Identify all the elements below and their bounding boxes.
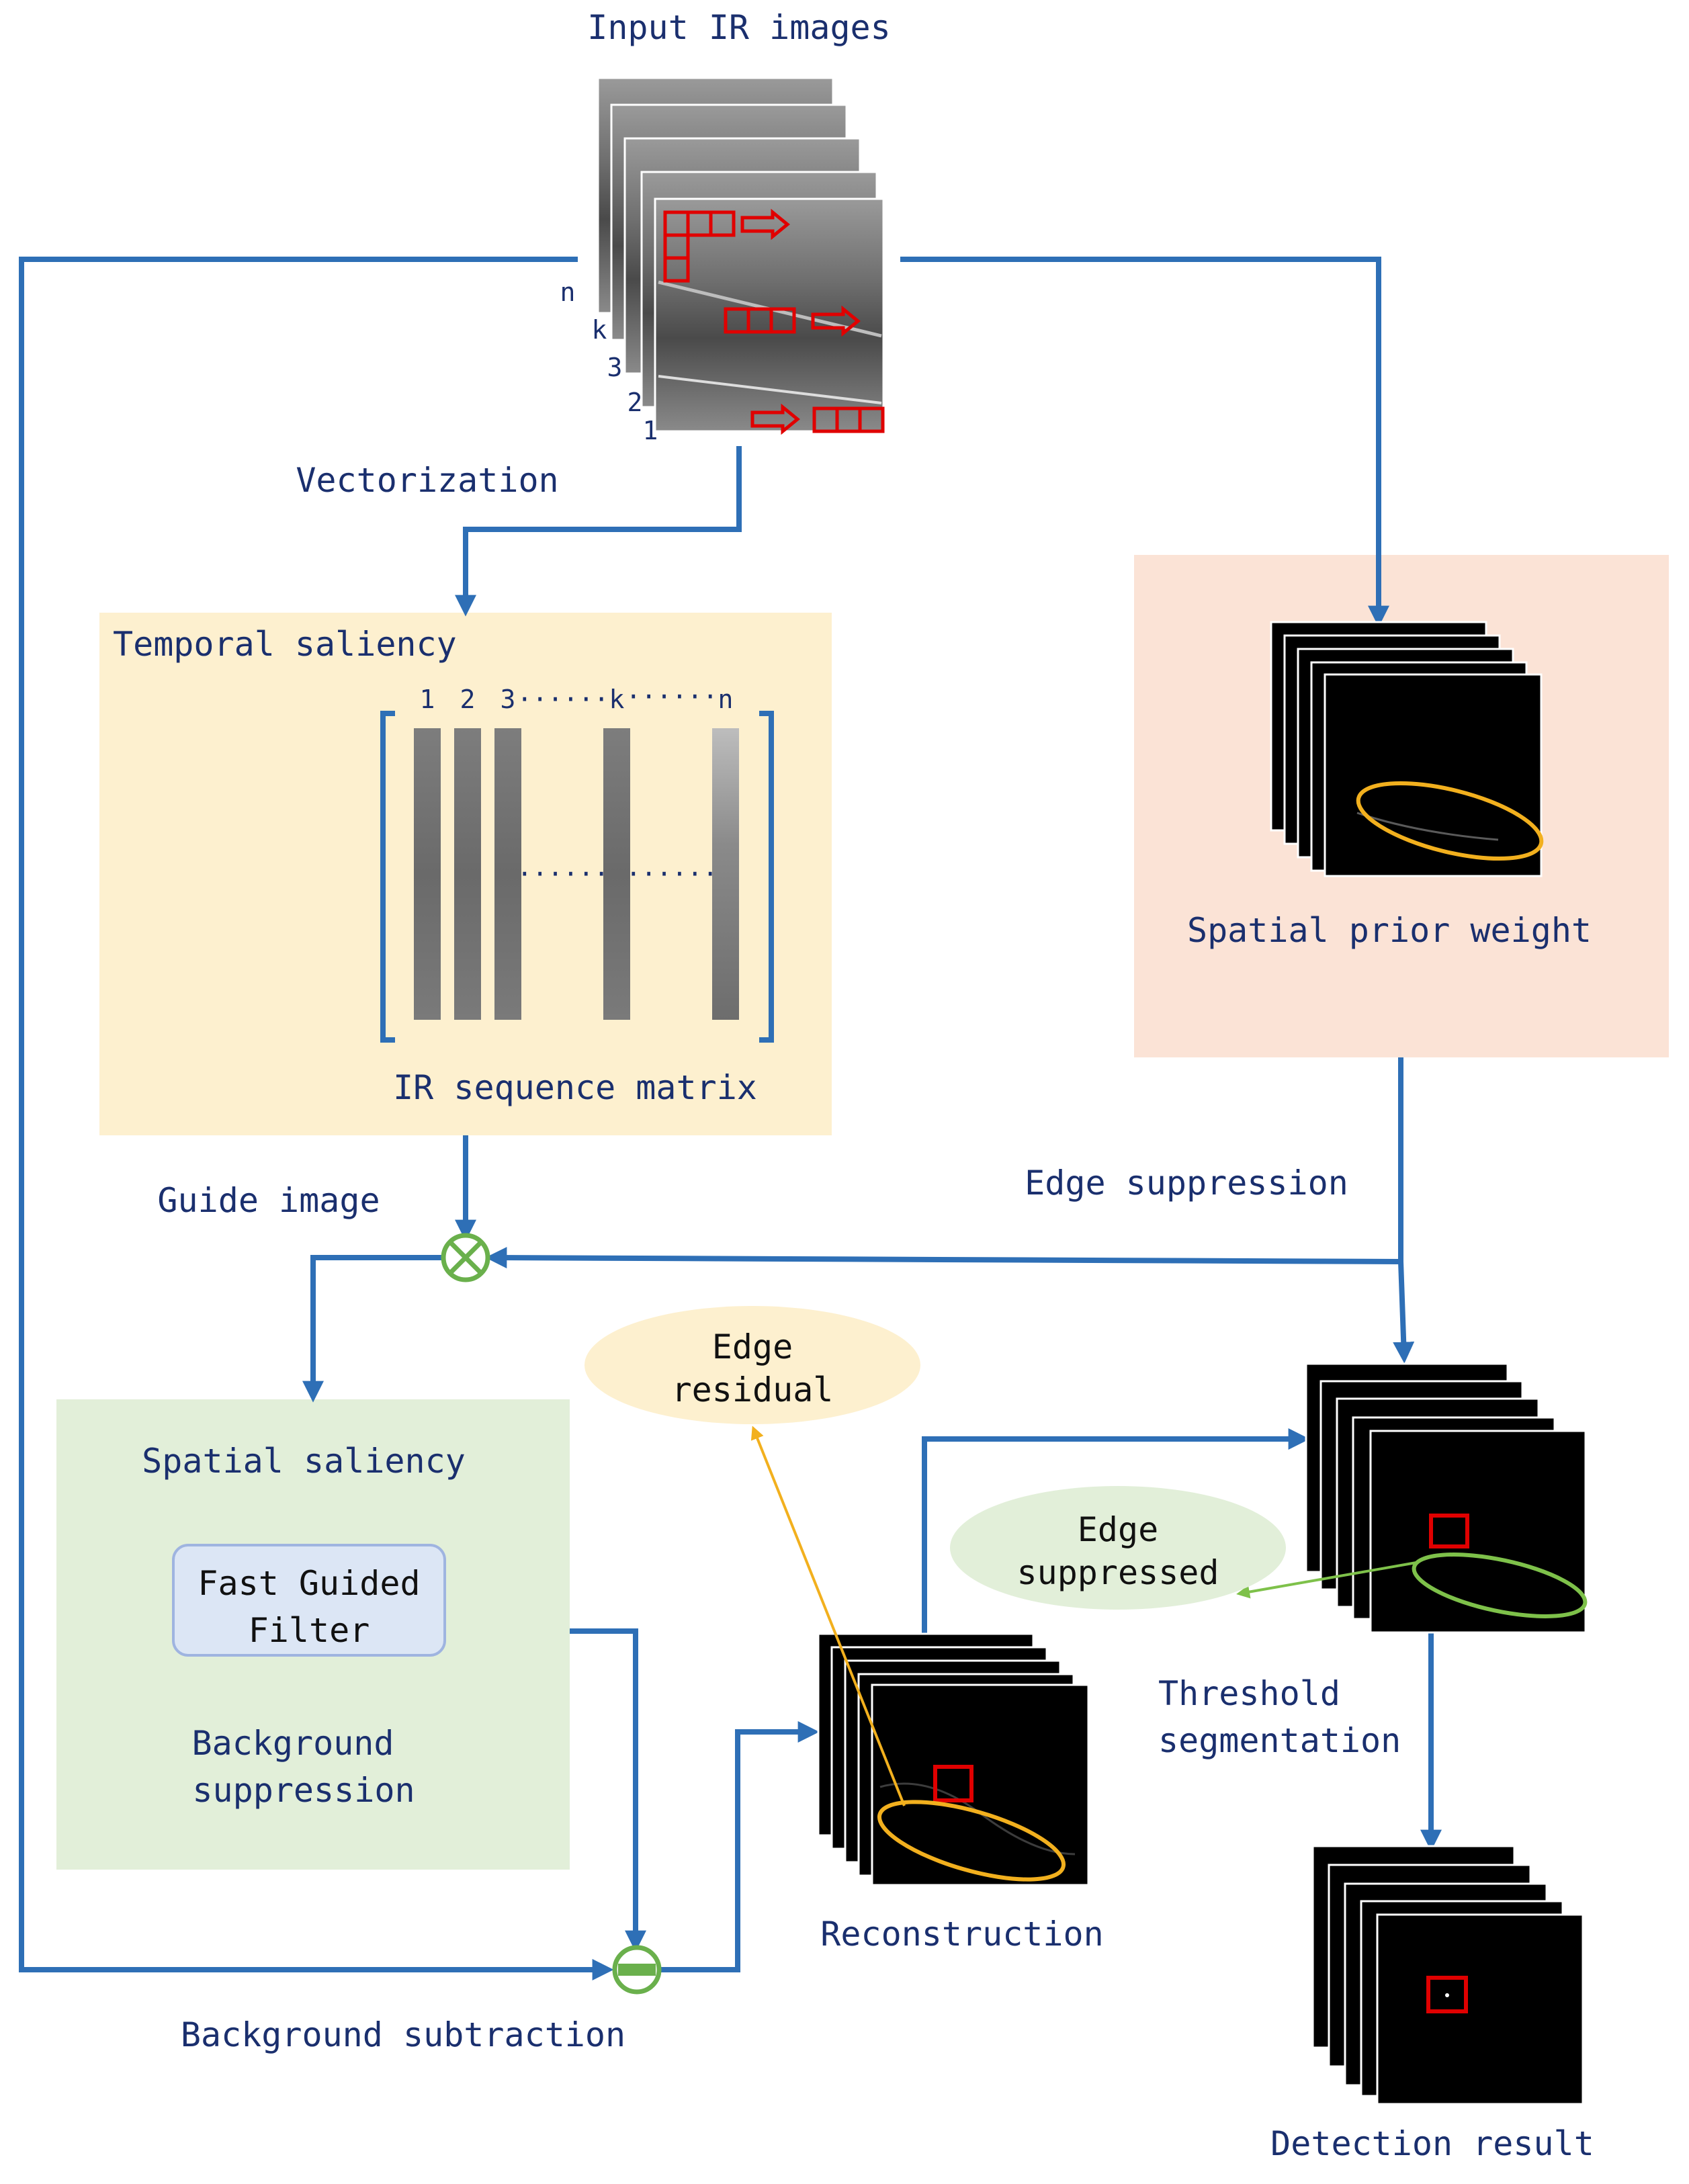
temporal-saliency-label: Temporal saliency [113,625,457,664]
fast-guided-filter-line-2: Filter [249,1611,370,1650]
edge-residual-line-2: residual [672,1370,834,1409]
background-suppression-line-1: Background [191,1724,394,1763]
reconstruction-target-box [933,1765,973,1802]
detection-result-stack [1311,1845,1584,2105]
threshold-segmentation-line-2: segmentation [1158,1721,1401,1760]
threshold-target-box [1429,1514,1469,1548]
frame-label-k: k [592,315,607,345]
vectorization-label: Vectorization [296,461,558,500]
frame-label-1: 1 [643,416,658,445]
threshold-stack [1305,1362,1588,1634]
spatial-prior-stack [1270,621,1544,877]
matrix-col-header-dots-b: ······ [625,682,718,711]
matrix-column-2 [454,728,481,1020]
background-subtraction-label: Background subtraction [181,2015,625,2054]
matrix-column-1 [414,728,441,1020]
detection-result-label: Detection result [1270,2124,1594,2163]
reconstruction-edge-ellipse [877,1800,1066,1882]
fast-guided-filter-box [172,1544,446,1657]
ir-sequence-matrix-label: IR sequence matrix [393,1068,757,1107]
spatial-prior-weight-label: Spatial prior weight [1187,911,1592,950]
ir-sequence-matrix [380,711,774,1043]
threshold-edge-ellipse [1412,1553,1588,1618]
spatial-prior-edge-ellipse [1356,781,1544,861]
flow-lines [19,257,1442,1980]
frame-label-3: 3 [607,353,623,382]
background-suppression-line-2: suppression [192,1771,415,1810]
matrix-column-k [603,728,630,1020]
edge-suppression-label: Edge suppression [1025,1164,1348,1203]
fast-guided-filter-line-1: Fast Guided [198,1564,420,1603]
matrix-col-header-n: n [718,685,734,714]
edge-suppressed-line-1: Edge [1078,1510,1158,1549]
frame-label-n: n [560,277,576,307]
matrix-col-header-3: 3 [501,685,516,714]
matrix-col-header-2: 2 [460,685,476,714]
edge-suppressed-line-2: suppressed [1016,1553,1219,1592]
edge-residual-arrow [750,1426,906,1806]
guide-image-label: Guide image [157,1181,380,1220]
edge-suppressed-pill [950,1486,1286,1610]
matrix-mid-dots-a: ······ [517,859,609,889]
threshold-segmentation-line-1: Threshold [1158,1674,1340,1713]
reconstruction-label: Reconstruction [820,1915,1103,1954]
sliding-window-patches [663,210,885,433]
matrix-column-n [712,728,739,1020]
multiply-operator [441,1233,490,1282]
detected-target-point [1445,1993,1449,1997]
detection-target-box [1426,1976,1468,2013]
reconstruction-stack [817,1632,1090,1886]
frame-label-2: 2 [627,388,643,417]
scan-direction-arrows [740,208,861,435]
input-ir-image-stack [597,77,885,435]
edge-residual-pill [584,1306,920,1424]
matrix-col-header-dots-a: ······ [517,685,609,714]
matrix-column-3 [494,728,521,1020]
matrix-mid-dots-b: ······ [625,859,718,889]
edge-residual-line-1: Edge [712,1327,793,1366]
diagram-title: Input IR images [587,8,891,47]
matrix-col-header-1: 1 [420,685,435,714]
matrix-col-header-k: k [609,685,625,714]
subtract-operator [612,1945,662,1995]
edge-suppressed-arrow [1236,1561,1417,1599]
spatial-saliency-label: Spatial saliency [142,1442,466,1481]
